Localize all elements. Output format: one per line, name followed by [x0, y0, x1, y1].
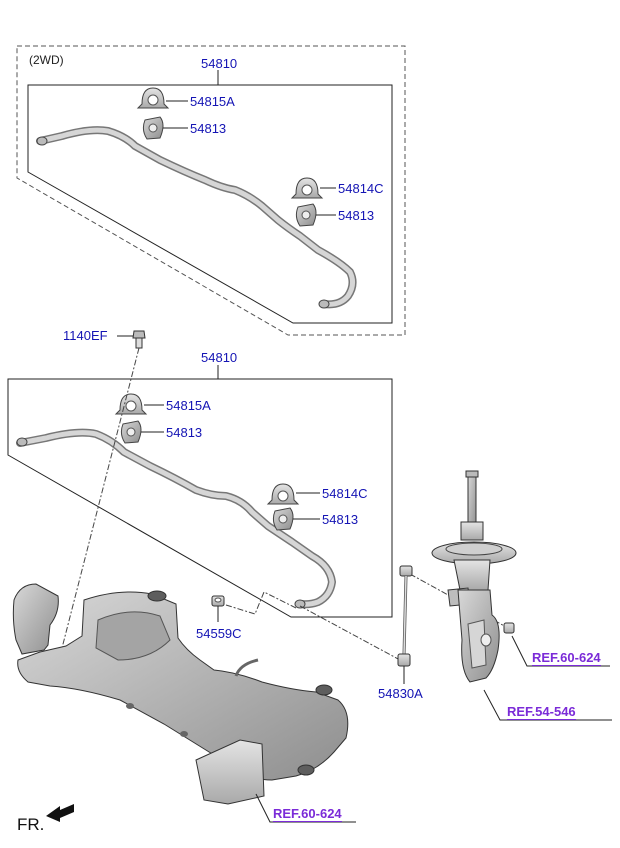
- nut-54559c-icon: [211, 595, 225, 607]
- bottom-bracket-54814c-icon: [266, 483, 300, 505]
- bolt-1140ef-chain: [61, 347, 140, 649]
- top-bracket-54814c-icon: [290, 177, 324, 199]
- top-solid-frame: [27, 84, 393, 324]
- bottom-bracket-c-label: 54814C: [322, 486, 368, 501]
- front-direction-arrow-icon: [46, 804, 74, 822]
- bottom-bracket-54815a-icon: [114, 393, 148, 415]
- ref-subframe-leader: [255, 793, 356, 823]
- top-bracket-a-label: 54815A: [190, 94, 235, 109]
- top-bushing-54813-b-icon: [295, 203, 317, 227]
- top-bushing-2-label: 54813: [338, 208, 375, 223]
- top-bushing-54813-a-icon: [142, 116, 164, 140]
- ref-subframe-link[interactable]: REF.60-624: [273, 806, 342, 822]
- bottom-bushing-2-label: 54813: [322, 512, 359, 527]
- nut-chain-line: [225, 591, 297, 615]
- link-chain-line: [299, 605, 401, 661]
- bolt-1140ef-label: 1140EF: [63, 328, 108, 343]
- front-direction-label: FR.: [17, 815, 45, 834]
- bottom-assembly-label: 54810: [201, 350, 238, 365]
- top-stabilizer-bar: [36, 126, 357, 309]
- link-54830a-label: 54830A: [378, 686, 423, 701]
- top-bracket-c-label: 54814C: [338, 181, 384, 196]
- bottom-bushing-54813-a-icon: [120, 420, 142, 444]
- strut-assembly-icon: [431, 470, 517, 683]
- ref-strut-nut-leader: [511, 635, 610, 667]
- variant-note-2wd: (2WD): [29, 53, 64, 67]
- 2wd-dashed-frame: [16, 45, 406, 336]
- strut-nut-icon: [503, 622, 515, 634]
- nut-54559c-label: 54559C: [196, 626, 242, 641]
- ref-strut-link[interactable]: REF.54-546: [507, 704, 576, 720]
- top-bracket-54815a-icon: [136, 87, 170, 109]
- ref-strut-nut-link[interactable]: REF.60-624: [532, 650, 601, 666]
- top-assembly-label: 54810: [201, 56, 238, 71]
- bottom-bracket-a-label: 54815A: [166, 398, 211, 413]
- stabilizer-link-54830a-icon: [397, 565, 413, 667]
- subframe-icon: [12, 583, 349, 805]
- bottom-bushing-1-label: 54813: [166, 425, 203, 440]
- bolt-1140ef-icon: [132, 330, 146, 349]
- bottom-solid-frame: [7, 378, 393, 618]
- bottom-bushing-54813-b-icon: [272, 507, 294, 531]
- ref-strut-leader: [483, 689, 612, 721]
- top-bushing-1-label: 54813: [190, 121, 227, 136]
- bottom-stabilizer-bar: [16, 428, 336, 609]
